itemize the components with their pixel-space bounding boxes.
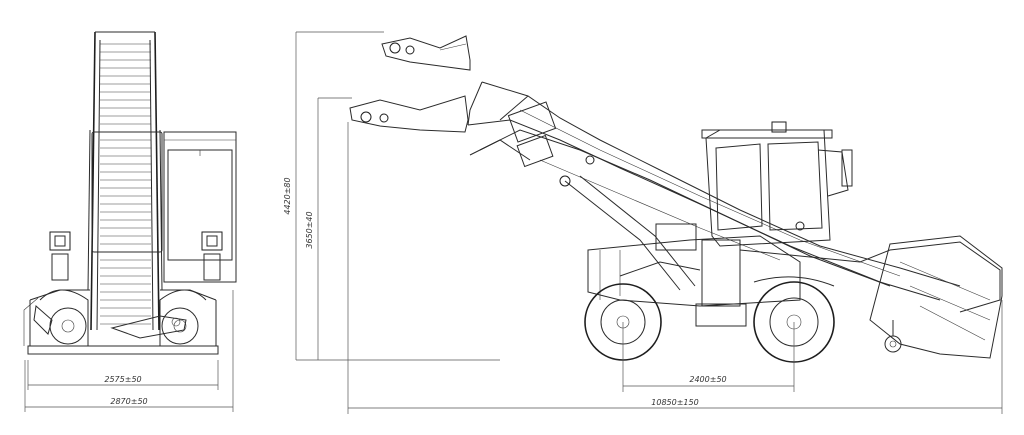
conveyor-lowered-head: [349, 95, 469, 133]
conveyor-boom: [467, 81, 961, 301]
dim-overall-length: 10850±150: [347, 122, 1003, 414]
dim-overall-width-label: 2870±50: [110, 397, 147, 406]
conveyor-raised-position: [381, 35, 471, 71]
dim-overall-width: 2870±50: [24, 290, 234, 412]
beacon-icon: [771, 121, 787, 133]
front-right-headlight: [201, 231, 223, 281]
dim-height-lowered-label: 3650±40: [305, 211, 314, 248]
front-right-wheel: [161, 307, 199, 345]
front-left-headlight: [49, 231, 71, 281]
side-cab: [701, 121, 853, 247]
side-view: 4420±80 3650±40 2400±50 10850±150: [283, 31, 1003, 414]
dim-track-width-label: 2575±50: [104, 375, 141, 384]
dim-wheelbase: 2400±50: [622, 322, 795, 392]
dim-overall-length-label: 10850±150: [651, 398, 698, 407]
dim-height-raised: 4420±80: [283, 31, 500, 361]
front-view: 2575±50 2870±50: [23, 31, 237, 412]
dim-wheelbase-label: 2400±50: [689, 375, 726, 384]
side-pickup-header: [869, 235, 1003, 359]
dim-track-width: 2575±50: [27, 360, 219, 390]
dim-height-raised-label: 4420±80: [283, 177, 292, 214]
dim-height-lowered: 3650±40: [305, 97, 352, 360]
front-base-frame: [27, 345, 219, 355]
front-left-wheel: [49, 307, 87, 345]
front-conveyor: [87, 31, 163, 331]
front-cab: [163, 131, 237, 283]
side-chassis: [587, 223, 1001, 327]
